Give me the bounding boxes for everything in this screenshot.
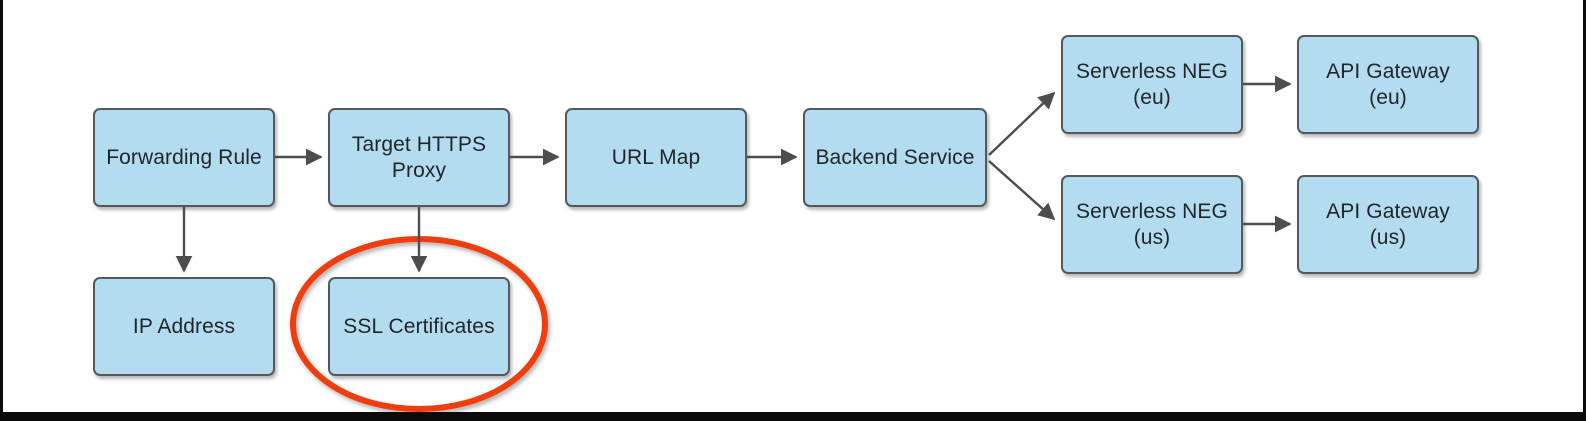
node-ssl-certificates[interactable]: SSL Certificates	[328, 277, 510, 376]
node-url-map[interactable]: URL Map	[565, 108, 747, 207]
edge-backend-service-to-serverless-neg-us	[988, 160, 1056, 221]
node-target-https-proxy[interactable]: Target HTTPS Proxy	[328, 108, 510, 207]
node-ip-address[interactable]: IP Address	[93, 277, 275, 376]
node-backend-service[interactable]: Backend Service	[803, 108, 987, 207]
edge-backend-service-to-serverless-neg-eu	[988, 91, 1056, 156]
node-forwarding-rule[interactable]: Forwarding Rule	[93, 108, 275, 207]
node-api-gateway-us[interactable]: API Gateway (us)	[1297, 175, 1479, 274]
node-api-gateway-eu[interactable]: API Gateway (eu)	[1297, 35, 1479, 134]
node-serverless-neg-us[interactable]: Serverless NEG (us)	[1061, 175, 1243, 274]
node-serverless-neg-eu[interactable]: Serverless NEG (eu)	[1061, 35, 1243, 134]
